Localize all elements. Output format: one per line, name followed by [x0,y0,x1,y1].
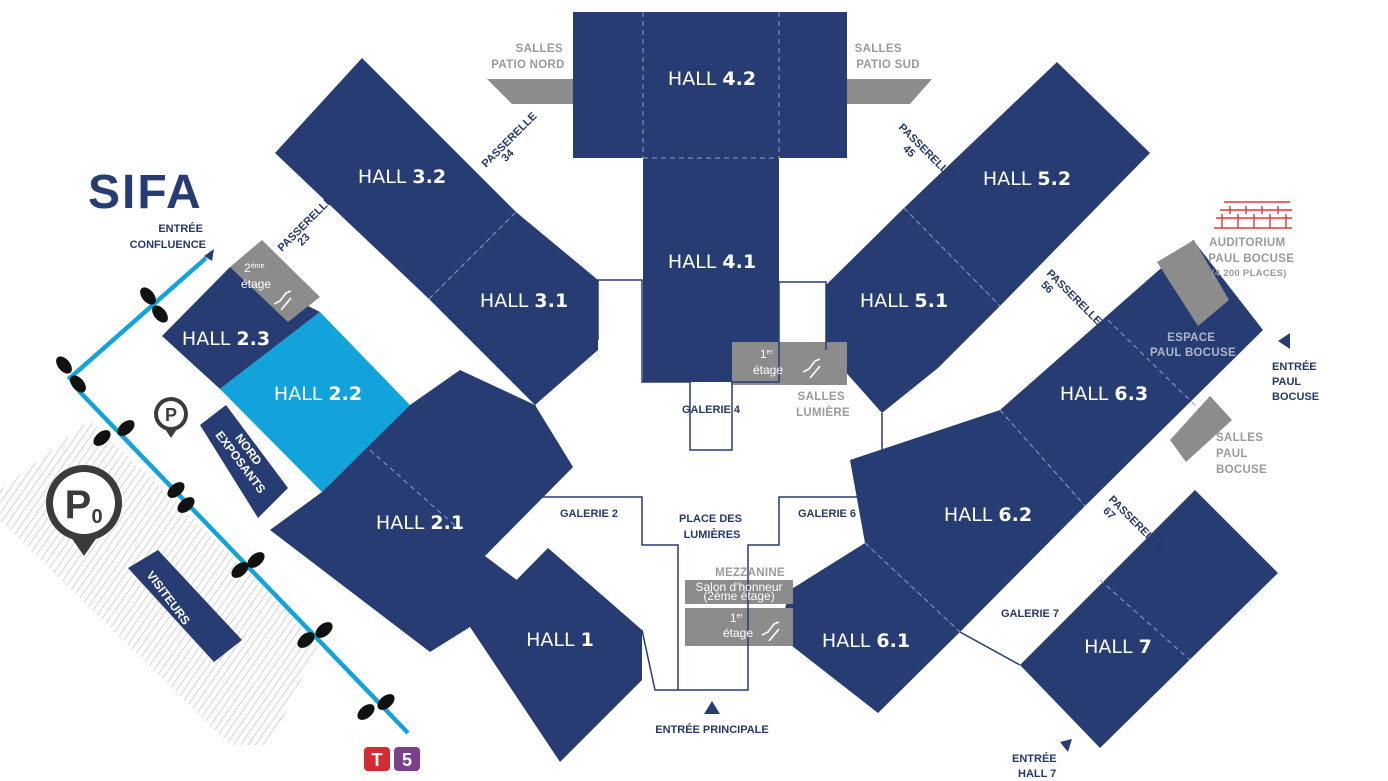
svg-text:0: 0 [91,506,102,528]
escalator-hall-2-3[interactable] [230,240,320,322]
place-des-lumieres-label: PLACE DES LUMIÈRES [679,513,745,541]
svg-text:P: P [65,483,92,527]
hall-1[interactable] [470,548,642,762]
espace-paul-bocuse-label: ESPACE PAUL BOCUSE [1150,332,1236,359]
entree-hall-7-label[interactable]: ENTRÉE HALL 7 [1012,752,1060,780]
hall-4-2[interactable] [573,12,847,158]
svg-text:5: 5 [402,750,412,770]
hall-2-1-label: HALL 2.1 [376,512,464,534]
salles-patio-nord-label: SALLES PATIO NORD [491,43,566,71]
entree-confluence-label[interactable]: ENTRÉE CONFLUENCE [130,222,206,251]
galerie-7-label: GALERIE 7 [1001,608,1059,620]
galerie-2-label: GALERIE 2 [560,508,618,520]
hall-4-1-label: HALL 4.1 [668,251,756,273]
salon-d-honneur-floor: (2ème étage) [703,589,774,603]
auditorium-label: AUDITORIUM PAUL BOCUSE (4 200 PLACES) [1208,237,1297,279]
escalator-lumiere[interactable] [732,342,847,385]
exposants-nord-zone[interactable] [200,405,288,518]
svg-text:P: P [165,405,177,425]
mezzanine-floor-label: 1er étage [723,607,753,640]
salles-patio-sud-label: SALLES PATIO SUD [855,43,920,71]
galleries-outline [534,279,1021,691]
hall-2-3-floor-label: 2ème étage [241,257,271,291]
salles-lumiere-label: SALLES LUMIÈRE [796,391,850,419]
hall-3-2-label: HALL 3.2 [358,166,446,188]
auditorium-seats-icon [1214,201,1292,229]
hall-2-1[interactable] [270,405,573,652]
hall-7[interactable] [1020,490,1278,748]
galerie-6-label: GALERIE 6 [798,508,856,520]
espace-paul-bocuse-shape [1157,240,1229,326]
passerelle-23-label: PASSERELLE 23 [276,192,345,261]
hall-1-label: HALL 1 [526,629,594,651]
hall-2-2[interactable] [220,312,410,492]
svg-text:T: T [372,750,383,770]
hall-5-2[interactable] [904,62,1150,306]
entree-confluence-arrow-icon [204,249,214,261]
hall-2-2-label: HALL 2.2 [274,383,362,405]
galerie-4-label: GALERIE 4 [682,404,741,416]
hall-4-2-label: HALL 4.2 [668,68,756,90]
entree-hall-7-arrow-icon [1060,739,1072,752]
salon-d-honneur[interactable] [685,580,793,604]
entree-principale-label[interactable]: ENTRÉE PRINCIPALE [655,723,768,736]
salles-paul-bocuse-label: SALLES PAUL BOCUSE [1216,432,1267,476]
hall-3-1[interactable] [429,212,598,405]
visiteurs-zone[interactable] [128,550,242,662]
mezzanine-label: MEZZANINE [715,567,785,579]
entree-principale-arrow-icon [704,701,720,714]
parking-pin-small-icon[interactable]: P [154,397,188,438]
hall-6-1-label: HALL 6.1 [822,630,910,652]
hall-3-1-label: HALL 3.1 [480,290,568,312]
hall-6-2-label: HALL 6.2 [944,504,1032,526]
salles-patio-nord-shape [487,79,573,104]
entree-paul-bocuse-arrow-icon [1278,333,1290,349]
hall-3-2[interactable] [275,58,516,299]
entree-paul-bocuse-label[interactable]: ENTRÉE PAUL BOCUSE [1272,360,1320,403]
passerelle-34-label: PASSERELLE 34 [480,108,549,177]
salles-patio-sud-shape [847,79,932,104]
hall-6-2[interactable] [850,410,1085,632]
hall-6-3-label: HALL 6.3 [1060,383,1148,405]
parking-pin-big-icon[interactable]: P 0 [46,465,122,556]
salles-paul-bocuse-shape [1170,396,1232,462]
hall-7-label: HALL 7 [1084,636,1152,658]
hall-6-1[interactable] [778,543,960,713]
lumiere-floor-label: 1er étage [753,343,783,377]
footprints-icon [56,287,395,720]
escalator-icon [273,290,821,642]
sifa-logo: SIFA [88,166,203,219]
hall-5-1-label: HALL 5.1 [860,290,948,312]
escalator-mezzanine[interactable] [685,608,793,646]
hall-5-1[interactable] [826,208,1000,413]
tram-t5-logo: T 5 [364,747,420,771]
salon-d-honneur-label: Salon d'honneur [695,580,782,594]
hall-2-3-label: HALL 2.3 [182,328,270,350]
hall-5-2-label: HALL 5.2 [983,168,1071,190]
